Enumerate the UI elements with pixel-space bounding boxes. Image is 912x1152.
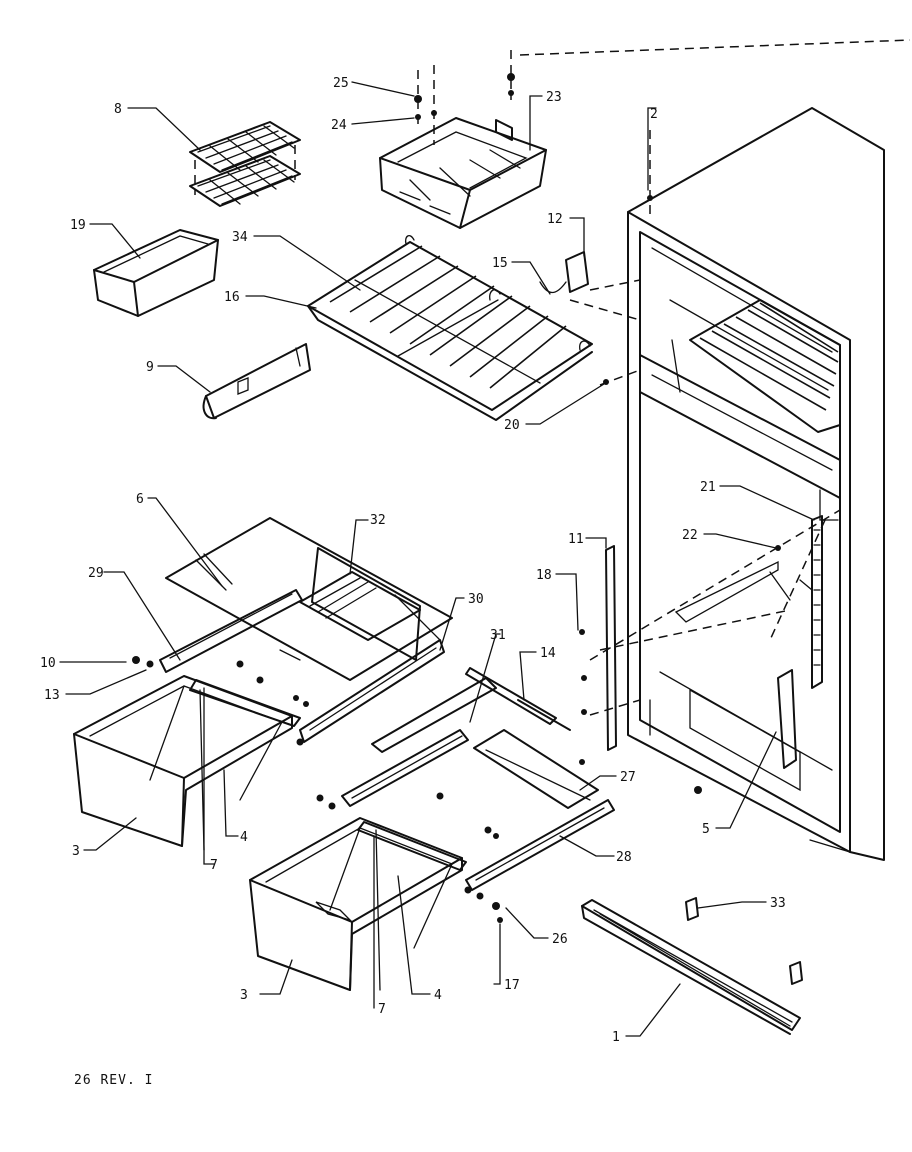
callout-24: 24 [331, 118, 347, 133]
callout-10: 10 [40, 656, 56, 671]
callout-30: 30 [468, 592, 484, 607]
callout-28: 28 [616, 850, 632, 865]
callout-31: 31 [490, 628, 506, 643]
callout-8: 8 [114, 102, 122, 117]
lower-crisper-drawer [249, 817, 463, 991]
callout-2: 2 [650, 107, 658, 122]
upper-crisper-drawer [73, 675, 293, 851]
shelf-guide-right [674, 515, 823, 689]
upper-crisper-rails [132, 589, 445, 746]
callout-labels: 25 23 24 8 2 19 12 34 15 16 9 20 21 6 32… [40, 76, 786, 1045]
cabinet [627, 107, 885, 861]
callout-6: 6 [136, 492, 144, 507]
callout-5: 5 [702, 822, 710, 837]
callout-27: 27 [620, 770, 636, 785]
callout-17: 17 [504, 978, 520, 993]
callout-12: 12 [547, 212, 563, 227]
callout-11: 11 [568, 532, 584, 547]
callout-14: 14 [540, 646, 556, 661]
callout-7-upper: 7 [210, 858, 218, 873]
crisper-cover [165, 517, 453, 681]
callout-22: 22 [682, 528, 698, 543]
callout-29: 29 [88, 566, 104, 581]
callout-3-upper: 3 [72, 844, 80, 859]
vertical-rail [579, 545, 702, 794]
freezer-door-bin [202, 343, 311, 420]
callout-3-lower: 3 [240, 988, 248, 1003]
callout-32: 32 [370, 513, 386, 528]
base-grille [581, 897, 803, 1035]
callout-26: 26 [552, 932, 568, 947]
callout-4-upper: 4 [240, 830, 248, 845]
assembly-lines [417, 39, 911, 716]
drawer-support-bracket [777, 669, 797, 769]
callout-18: 18 [536, 568, 552, 583]
callout-25: 25 [333, 76, 349, 91]
callout-1: 1 [612, 1030, 620, 1045]
leader-lines [59, 81, 815, 1037]
callout-7-lower: 7 [378, 1002, 386, 1017]
temperature-control [539, 251, 589, 294]
callout-13: 13 [44, 688, 60, 703]
callout-21: 21 [700, 480, 716, 495]
ice-bin [93, 229, 219, 317]
callout-20: 20 [504, 418, 520, 433]
callout-23: 23 [546, 90, 562, 105]
callout-16: 16 [224, 290, 240, 305]
freezer-shelf-installed [689, 299, 841, 433]
callout-19: 19 [70, 218, 86, 233]
freezer-wire-shelf [307, 235, 593, 421]
ice-trays [189, 121, 301, 207]
callout-9: 9 [146, 360, 154, 375]
callout-4-lower: 4 [434, 988, 442, 1003]
callout-34: 34 [232, 230, 248, 245]
callout-15: 15 [492, 256, 508, 271]
drawing-caption: 26 REV. I [74, 1073, 154, 1088]
ice-maker [379, 117, 547, 229]
fasteners [414, 73, 781, 551]
callout-33: 33 [770, 896, 786, 911]
